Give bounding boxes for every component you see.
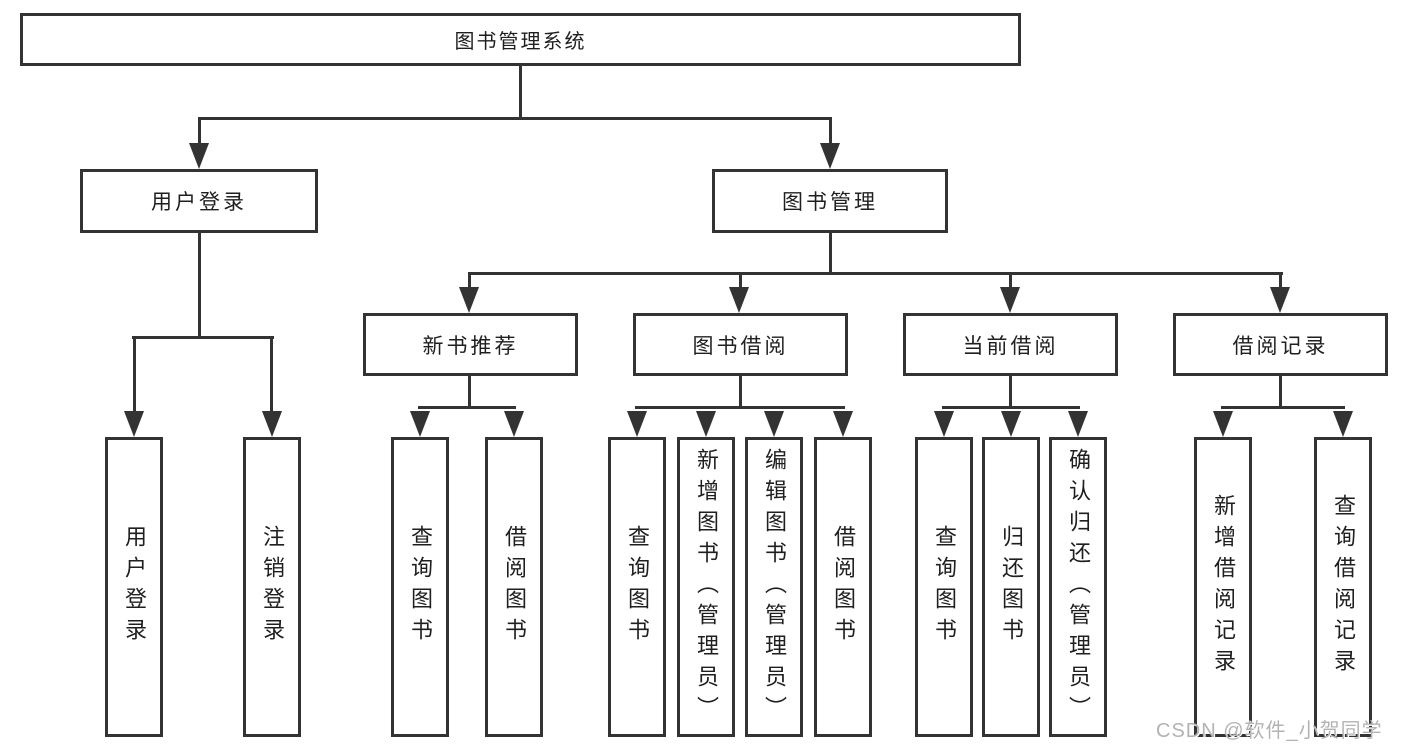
leaf-borrow-query-books-label: 查询图书 bbox=[625, 525, 650, 649]
connector-line bbox=[132, 336, 274, 339]
leaf-current-return-books-label: 归还图书 bbox=[999, 525, 1024, 649]
arrow-down-icon bbox=[504, 411, 524, 437]
arrow-down-icon bbox=[764, 411, 784, 437]
node-user-login: 用户登录 bbox=[80, 169, 318, 233]
connector-line bbox=[739, 376, 742, 408]
leaf-newbooks-query-books-label: 查询图书 bbox=[408, 525, 433, 649]
leaf-borrow-add-books-admin: 新增图书（管理员） bbox=[677, 437, 735, 737]
leaf-borrow-edit-books-admin: 编辑图书（管理员） bbox=[745, 437, 803, 737]
arrow-down-icon bbox=[262, 411, 282, 437]
connector-line bbox=[739, 274, 742, 289]
arrow-down-icon bbox=[934, 411, 954, 437]
leaf-newbooks-borrow-books: 借阅图书 bbox=[485, 437, 543, 737]
leaf-user-login-label: 用户登录 bbox=[122, 525, 147, 649]
connector-line bbox=[133, 338, 136, 413]
arrow-down-icon bbox=[124, 411, 144, 437]
node-user-login-label: 用户登录 bbox=[151, 191, 247, 214]
node-borrow-records: 借阅记录 bbox=[1173, 313, 1388, 376]
connector-line bbox=[468, 274, 471, 289]
connector-line bbox=[829, 233, 832, 274]
csdn-watermark: CSDN @软件_小贺同学 bbox=[1156, 720, 1383, 742]
arrow-down-icon bbox=[820, 143, 840, 169]
arrow-down-icon bbox=[410, 411, 430, 437]
connector-line bbox=[1009, 274, 1012, 289]
node-book-management-label: 图书管理 bbox=[782, 191, 878, 214]
node-book-borrow: 图书借阅 bbox=[633, 313, 848, 376]
node-current-borrow-label: 当前借阅 bbox=[962, 334, 1059, 358]
connector-line bbox=[468, 376, 471, 408]
leaf-current-confirm-return-admin-label: 确认归还（管理员） bbox=[1066, 447, 1091, 727]
connector-line bbox=[1009, 376, 1012, 408]
node-library-management-system-label: 图书管理系统 bbox=[454, 31, 587, 53]
arrow-down-icon bbox=[696, 411, 716, 437]
connector-line bbox=[468, 272, 1283, 275]
node-library-management-system: 图书管理系统 bbox=[20, 13, 1021, 66]
arrow-down-icon bbox=[729, 287, 749, 313]
leaf-borrow-add-books-admin-label: 新增图书（管理员） bbox=[694, 447, 719, 727]
connector-line bbox=[1279, 376, 1282, 408]
arrow-down-icon bbox=[1000, 287, 1020, 313]
node-new-book-recommend: 新书推荐 bbox=[363, 313, 578, 376]
connector-line bbox=[519, 66, 522, 119]
arrow-down-icon bbox=[189, 143, 209, 169]
connector-line bbox=[635, 406, 845, 409]
leaf-current-query-books-label: 查询图书 bbox=[932, 525, 957, 649]
arrow-down-icon bbox=[1001, 411, 1021, 437]
connector-line bbox=[418, 406, 516, 409]
leaf-records-add-record: 新增借阅记录 bbox=[1194, 437, 1252, 737]
leaf-user-login: 用户登录 bbox=[105, 437, 163, 737]
leaf-logout-label: 注销登录 bbox=[260, 525, 285, 649]
node-borrow-records-label: 借阅记录 bbox=[1232, 334, 1329, 358]
leaf-records-query-record: 查询借阅记录 bbox=[1314, 437, 1372, 737]
arrow-down-icon bbox=[1213, 411, 1233, 437]
arrow-down-icon bbox=[1270, 287, 1290, 313]
leaf-borrow-query-books: 查询图书 bbox=[608, 437, 666, 737]
leaf-borrow-borrow-books-label: 借阅图书 bbox=[831, 525, 856, 649]
arrow-down-icon bbox=[833, 411, 853, 437]
connector-line bbox=[198, 118, 201, 145]
leaf-records-add-record-label: 新增借阅记录 bbox=[1211, 494, 1236, 680]
leaf-newbooks-borrow-books-label: 借阅图书 bbox=[502, 525, 527, 649]
connector-line bbox=[1221, 406, 1345, 409]
arrow-down-icon bbox=[627, 411, 647, 437]
leaf-current-query-books: 查询图书 bbox=[915, 437, 973, 737]
arrow-down-icon bbox=[1068, 411, 1088, 437]
connector-line bbox=[198, 117, 832, 120]
connector-line bbox=[198, 233, 201, 338]
leaf-current-confirm-return-admin: 确认归还（管理员） bbox=[1049, 437, 1107, 737]
leaf-current-return-books: 归还图书 bbox=[982, 437, 1040, 737]
leaf-logout: 注销登录 bbox=[243, 437, 301, 737]
connector-line bbox=[829, 118, 832, 145]
node-book-management: 图书管理 bbox=[712, 169, 948, 233]
node-current-borrow: 当前借阅 bbox=[903, 313, 1118, 376]
leaf-borrow-edit-books-admin-label: 编辑图书（管理员） bbox=[762, 447, 787, 727]
connector-line bbox=[942, 406, 1080, 409]
arrow-down-icon bbox=[1333, 411, 1353, 437]
leaf-borrow-borrow-books: 借阅图书 bbox=[814, 437, 872, 737]
node-book-borrow-label: 图书借阅 bbox=[692, 334, 789, 358]
connector-line bbox=[270, 338, 273, 413]
leaf-records-query-record-label: 查询借阅记录 bbox=[1331, 494, 1356, 680]
leaf-newbooks-query-books: 查询图书 bbox=[391, 437, 449, 737]
arrow-down-icon bbox=[459, 287, 479, 313]
node-new-book-recommend-label: 新书推荐 bbox=[422, 334, 519, 358]
connector-line bbox=[1279, 274, 1282, 289]
